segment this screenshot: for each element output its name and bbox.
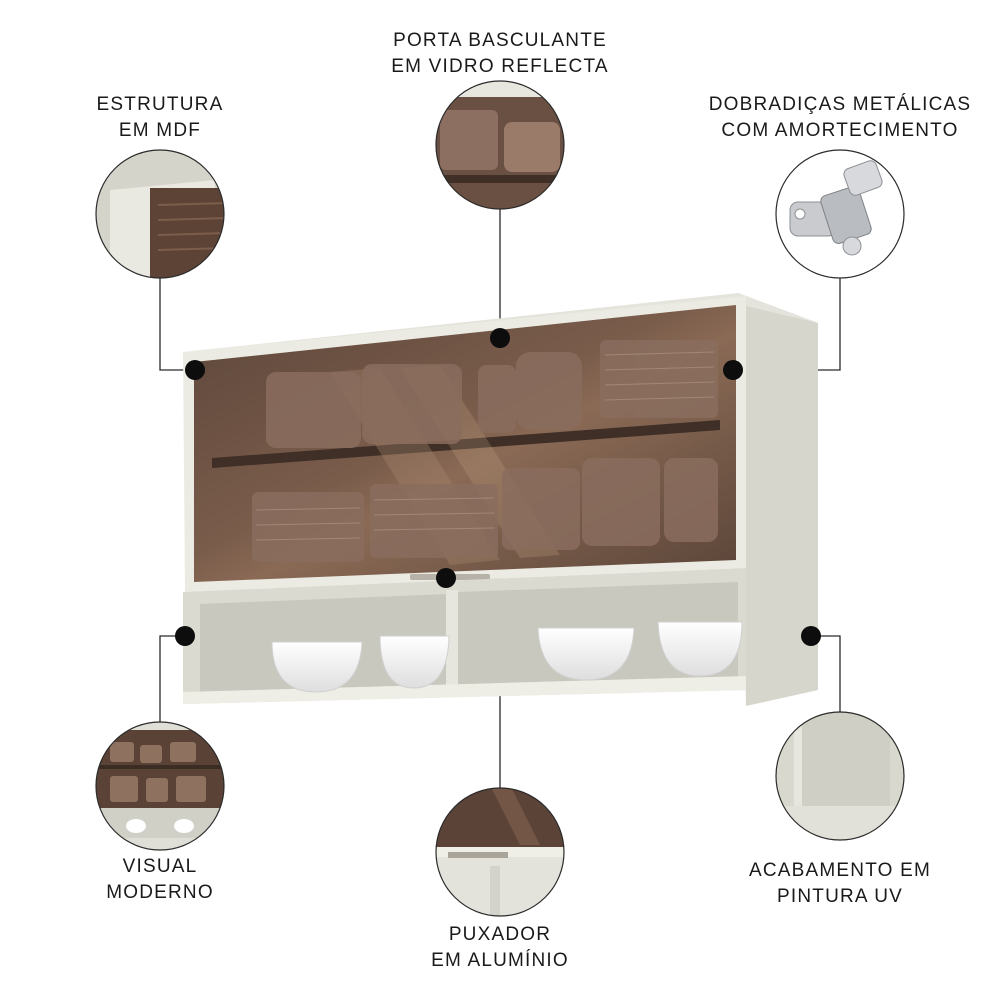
callout-dots bbox=[175, 328, 821, 646]
plate-stack-3 bbox=[370, 484, 498, 558]
detail-hinges bbox=[776, 150, 904, 278]
jar-3 bbox=[664, 458, 718, 542]
label-structure-line2: EM MDF bbox=[118, 120, 202, 141]
cabinet-bottom bbox=[183, 676, 746, 704]
jar-2 bbox=[582, 458, 660, 546]
dot-visual bbox=[175, 626, 195, 646]
bowl-stack-1 bbox=[266, 372, 361, 448]
label-hinges-line1: DOBRADIÇAS METÁLICAS bbox=[708, 94, 972, 115]
plate-stack-1 bbox=[600, 340, 718, 418]
white-bowl-4 bbox=[657, 621, 743, 677]
detail-handle bbox=[436, 788, 564, 916]
label-finish-line2: PINTURA UV bbox=[776, 886, 904, 907]
internal-shelf bbox=[212, 420, 720, 468]
white-bowl-3 bbox=[537, 627, 635, 681]
label-finish-line1: ACABAMENTO EM bbox=[748, 860, 932, 881]
plate-lines bbox=[255, 351, 715, 541]
label-visual: VISUAL MODERNO bbox=[60, 854, 260, 906]
label-door-line1: PORTA BASCULANTE bbox=[393, 30, 607, 51]
label-structure: ESTRUTURA EM MDF bbox=[60, 92, 260, 144]
label-hinges-line2: COM AMORTECIMENTO bbox=[721, 120, 959, 141]
detail-structure bbox=[96, 150, 224, 278]
label-door: PORTA BASCULANTE EM VIDRO REFLECTA bbox=[350, 28, 650, 80]
label-handle: PUXADOR EM ALUMÍNIO bbox=[380, 922, 620, 974]
niche-divider bbox=[446, 590, 458, 690]
label-handle-line2: EM ALUMÍNIO bbox=[431, 950, 569, 971]
jar-1 bbox=[502, 468, 580, 550]
lower-dishes bbox=[252, 458, 718, 562]
label-finish: ACABAMENTO EM PINTURA UV bbox=[700, 858, 980, 910]
detail-visual bbox=[96, 722, 224, 850]
dot-finish bbox=[801, 626, 821, 646]
dot-hinges bbox=[723, 360, 743, 380]
label-structure-line1: ESTRUTURA bbox=[96, 94, 224, 115]
white-bowl-2 bbox=[379, 635, 450, 689]
dot-handle bbox=[436, 568, 456, 588]
label-visual-line2: MODERNO bbox=[106, 882, 214, 903]
detail-finish bbox=[776, 712, 904, 840]
white-bowl-1 bbox=[271, 641, 363, 693]
cabinet-side-panel bbox=[738, 293, 818, 706]
label-visual-line1: VISUAL bbox=[122, 856, 198, 877]
cup-stack-1 bbox=[478, 365, 516, 433]
plate-stack-2 bbox=[252, 492, 364, 562]
bowl-stack-2 bbox=[362, 364, 462, 444]
detail-door bbox=[436, 81, 564, 209]
leader-visual bbox=[159, 635, 185, 722]
upper-dishes bbox=[266, 340, 718, 448]
label-door-line2: EM VIDRO REFLECTA bbox=[391, 56, 609, 77]
dot-structure bbox=[185, 360, 205, 380]
label-hinges: DOBRADIÇAS METÁLICAS COM AMORTECIMENTO bbox=[690, 92, 990, 144]
hinge-icon bbox=[789, 160, 883, 256]
niche-bowls bbox=[271, 621, 743, 693]
cabinet bbox=[183, 293, 818, 706]
dot-door bbox=[490, 328, 510, 348]
label-handle-line1: PUXADOR bbox=[448, 924, 552, 945]
cup-stack-2 bbox=[516, 352, 582, 430]
